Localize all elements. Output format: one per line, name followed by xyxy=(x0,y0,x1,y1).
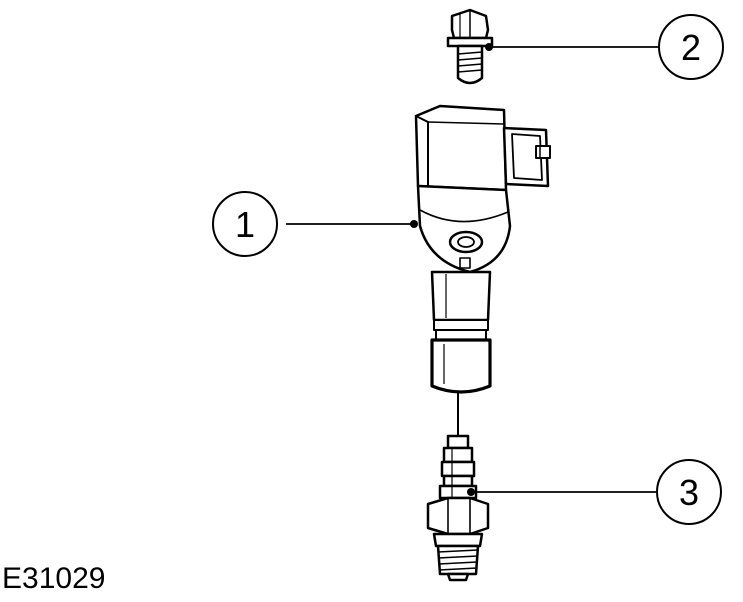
callout-3-circle xyxy=(656,459,722,525)
bolt xyxy=(446,8,494,85)
figure-id-label: E31029 xyxy=(2,562,106,595)
callout-1-circle xyxy=(212,191,278,257)
leader-dot-2 xyxy=(485,43,493,51)
callout-3: 3 xyxy=(656,459,722,525)
leader-dots xyxy=(410,43,493,496)
callout-1-number: 1 xyxy=(235,204,255,245)
callout-2-circle xyxy=(658,14,724,80)
spark-plug xyxy=(426,434,490,582)
leader-lines xyxy=(286,46,658,493)
leader-dot-1 xyxy=(410,220,418,228)
callout-3-number: 3 xyxy=(679,472,699,513)
ignition-coil xyxy=(414,104,551,394)
callout-1: 1 xyxy=(212,191,278,257)
leader-dot-3 xyxy=(467,488,475,496)
callout-2-number: 2 xyxy=(681,27,701,68)
callout-2: 2 xyxy=(658,14,724,80)
